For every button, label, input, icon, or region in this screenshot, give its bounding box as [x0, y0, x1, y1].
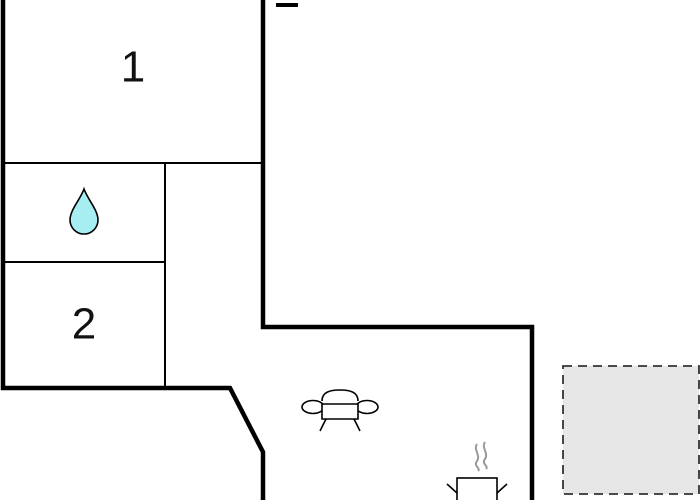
- cooking-pot-icon: [446, 441, 508, 500]
- room-label-2: 2: [72, 300, 96, 349]
- room-label-1: 1: [121, 43, 145, 92]
- sofa-icon: [301, 389, 379, 432]
- outdoor-area: [562, 365, 700, 495]
- outer-wall: [0, 0, 535, 500]
- water-drop-icon: [69, 186, 99, 235]
